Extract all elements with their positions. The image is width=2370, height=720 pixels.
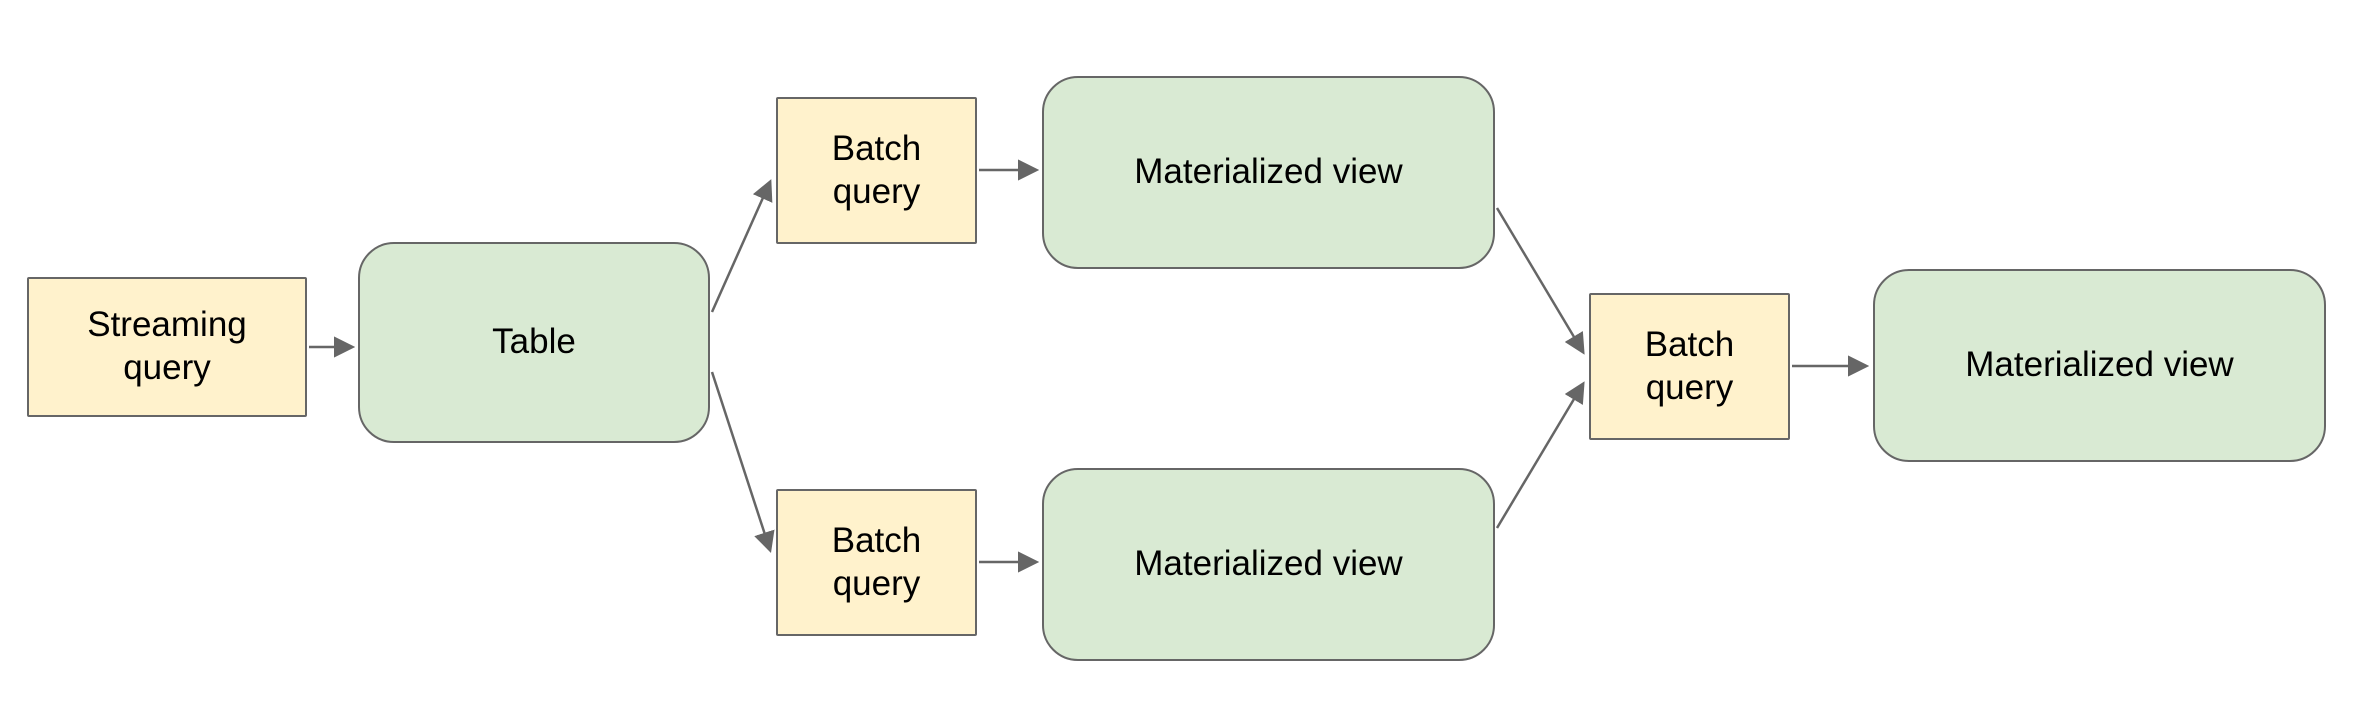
node-batch-query-bottom: Batch query [776, 489, 977, 636]
node-materialized-view-bottom: Materialized view [1042, 468, 1495, 661]
node-materialized-view-bottom-label: Materialized view [1134, 544, 1403, 584]
edge-table-to-batch-top [710, 179, 773, 313]
edge-table-to-batch-bottom [710, 371, 775, 554]
edge-mv-bottom-to-batch-final [1495, 381, 1585, 529]
node-batch-query-bottom-label: Batch query [831, 520, 922, 603]
node-streaming-query-label: Streaming query [87, 305, 247, 387]
node-batch-query-top-label: Batch query [831, 128, 922, 211]
node-table: Table [358, 242, 710, 443]
edge-mv-top-to-batch-final [1495, 207, 1585, 355]
node-streaming-query: Streaming query [27, 277, 307, 417]
node-batch-query-final-label: Batch query [1644, 324, 1735, 407]
node-materialized-view-final: Materialized view [1873, 269, 2326, 462]
node-batch-query-top: Batch query [776, 97, 977, 244]
node-materialized-view-final-label: Materialized view [1965, 345, 2234, 385]
node-batch-query-final: Batch query [1589, 293, 1790, 440]
node-materialized-view-top: Materialized view [1042, 76, 1495, 269]
node-materialized-view-top-label: Materialized view [1134, 152, 1403, 192]
node-table-label: Table [492, 322, 576, 362]
